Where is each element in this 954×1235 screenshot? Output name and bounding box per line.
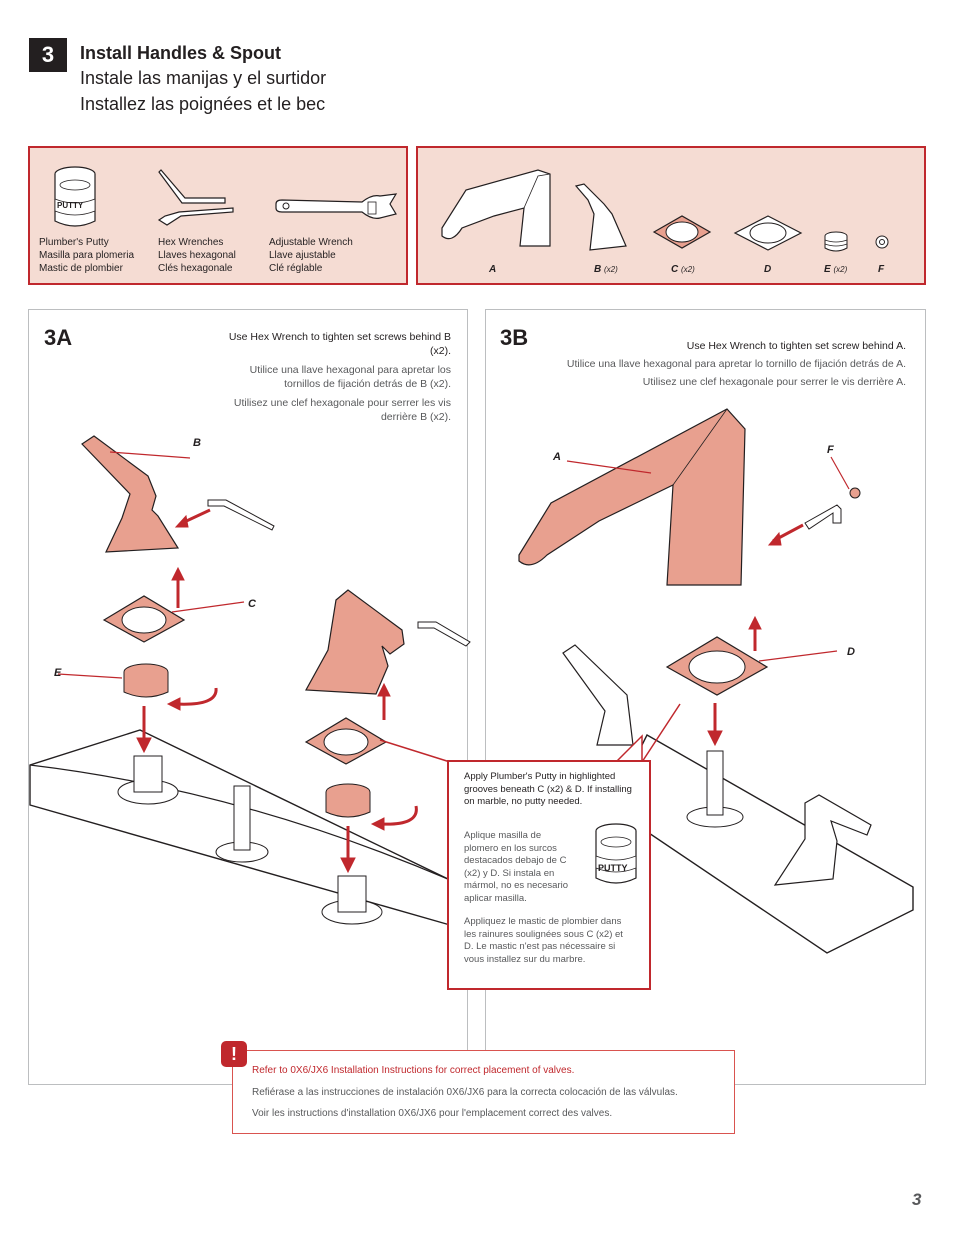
putty-note-pointer [379, 703, 681, 763]
part-label-a: A [489, 264, 497, 275]
putty-tool-icon [54, 166, 96, 227]
step-3b-title: 3B [500, 325, 529, 350]
hex-wrench-icon [157, 169, 234, 226]
page-number: 3 [912, 1190, 922, 1209]
gasket-d-icon [733, 215, 803, 251]
callout-b: B [193, 437, 201, 449]
callout-d: D [847, 646, 855, 658]
parts-box [416, 146, 926, 285]
warning-en: Refer to 0X6/JX6 Installation Instructio… [252, 1065, 575, 1076]
step-3a-title: 3A [44, 325, 73, 350]
warning-icon: ! [221, 1041, 247, 1067]
callout-e: E [54, 667, 62, 679]
title-spanish: Instale las manijas y el surtidor [80, 68, 327, 88]
gasket-c-icon [652, 215, 712, 249]
part-label-e: E (x2) [824, 264, 848, 275]
step-3b-illustration [518, 408, 914, 954]
callout-a: A [553, 451, 561, 463]
part-label-d: D [764, 264, 772, 275]
part-label-b: B (x2) [594, 264, 618, 275]
step-number-badge: 3 [29, 38, 67, 72]
putty-note-en: Apply Plumber's Putty in highlighted gro… [464, 771, 632, 807]
handle-part-icon [574, 183, 627, 251]
putty-tool-label: PUTTY [57, 201, 84, 210]
part-label-f: F [878, 264, 885, 275]
step-3a-instructions: Use Hex Wrench to tighten set screws beh… [228, 331, 451, 423]
screw-f-icon [875, 235, 889, 249]
title-french: Installez las poignées et le bec [80, 94, 326, 114]
warning-es: Refiérase a las instrucciones de instala… [252, 1087, 678, 1098]
warning-box [232, 1050, 735, 1134]
callout-f: F [827, 444, 834, 456]
putty-note-es: Aplique masilla de plomero en los surcos… [464, 830, 569, 904]
step-3b-instructions: Use Hex Wrench to tighten set screw behi… [566, 340, 906, 388]
adjustable-wrench-icon [275, 193, 398, 219]
warning-fr: Voir les instructions d'installation 0X6… [252, 1108, 613, 1119]
nut-e-icon [824, 231, 848, 252]
putty-note-icon [595, 823, 637, 884]
title-english: Install Handles & Spout [80, 43, 282, 63]
step-3a-illustration [29, 435, 471, 926]
putty-note-icon-label: PUTTY [598, 863, 628, 873]
part-label-c: C (x2) [671, 264, 695, 275]
putty-note-fr: Appliquez le mastic de plombier dans les… [464, 916, 623, 965]
callout-c: C [248, 598, 256, 610]
spout-part-icon [441, 169, 551, 247]
